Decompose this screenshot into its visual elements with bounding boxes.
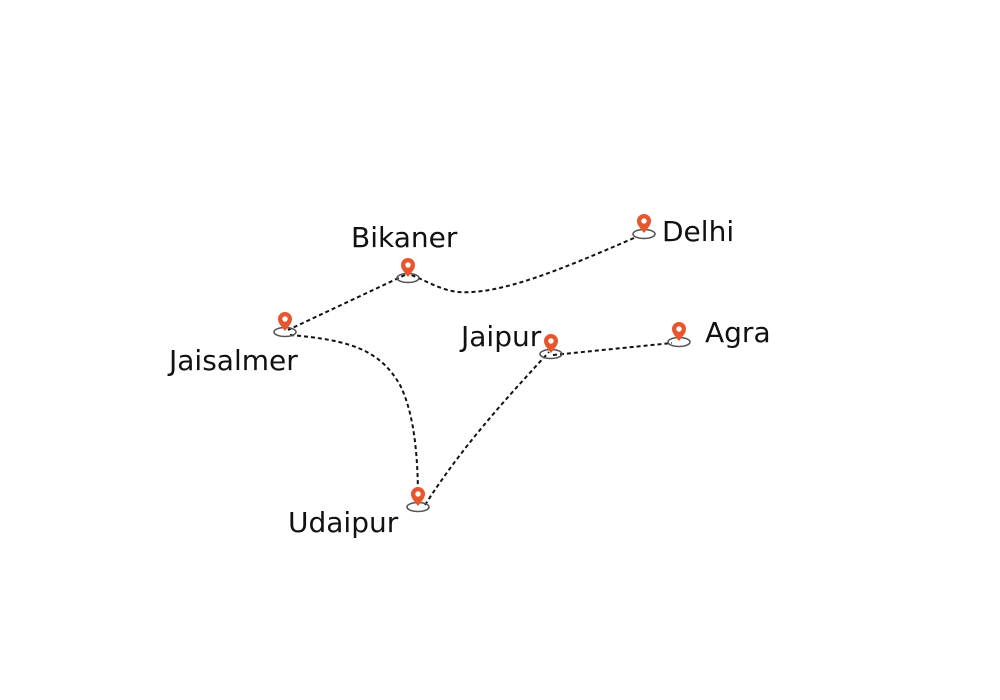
route-jaipur-agra bbox=[552, 342, 673, 356]
map-pin-icon bbox=[396, 258, 420, 284]
route-bikaner-jaisalmer bbox=[287, 274, 406, 331]
cities-layer: Delhi Bikaner Jaisalmer bbox=[167, 214, 771, 539]
city-label-jaipur: Jaipur bbox=[459, 320, 542, 353]
city-label-delhi: Delhi bbox=[662, 215, 734, 248]
map-pin-icon bbox=[667, 322, 691, 348]
city-agra[interactable]: Agra bbox=[667, 316, 771, 349]
routes-layer bbox=[287, 237, 673, 506]
city-udaipur[interactable]: Udaipur bbox=[288, 487, 430, 539]
route-jaisalmer-udaipur bbox=[289, 334, 419, 501]
map-pin-icon bbox=[406, 487, 430, 513]
route-udaipur-jaipur bbox=[424, 351, 550, 506]
map-pin-icon bbox=[539, 334, 563, 360]
city-label-udaipur: Udaipur bbox=[288, 506, 399, 539]
city-delhi[interactable]: Delhi bbox=[632, 214, 734, 248]
city-label-agra: Agra bbox=[705, 316, 771, 349]
map-pin-icon bbox=[273, 312, 297, 338]
city-label-jaisalmer: Jaisalmer bbox=[167, 344, 298, 377]
city-jaipur[interactable]: Jaipur bbox=[459, 320, 563, 360]
city-label-bikaner: Bikaner bbox=[351, 221, 458, 254]
map-pin-icon bbox=[632, 214, 656, 240]
city-bikaner[interactable]: Bikaner bbox=[351, 221, 458, 284]
city-jaisalmer[interactable]: Jaisalmer bbox=[167, 312, 298, 377]
